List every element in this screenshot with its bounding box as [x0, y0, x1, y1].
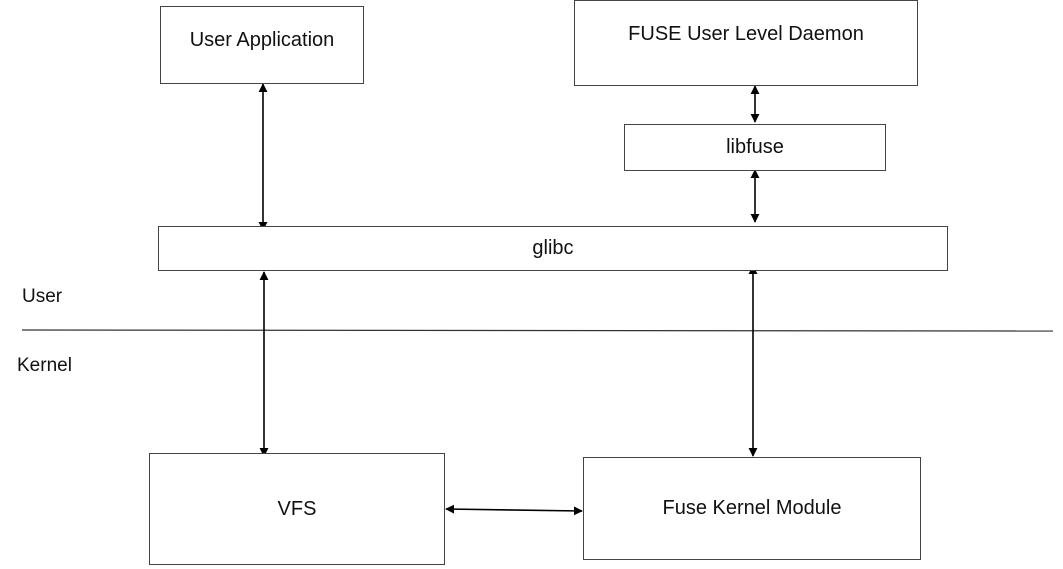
- glibc-label: glibc: [532, 237, 574, 259]
- fuse-kernel-module-label: Fuse Kernel Module: [662, 497, 842, 519]
- arrow-vfs-fuse-kernel-module: [445, 504, 583, 516]
- user-application-box: User Application: [160, 6, 364, 84]
- libfuse-label: libfuse: [726, 136, 784, 158]
- user-application-label: User Application: [189, 29, 335, 51]
- glibc-box: glibc: [158, 226, 948, 271]
- vfs-box: VFS: [149, 453, 445, 565]
- fuse-daemon-label: FUSE User Level Daemon: [628, 23, 864, 45]
- fuse-kernel-module-box: Fuse Kernel Module: [583, 457, 921, 560]
- fuse-daemon-box: FUSE User Level Daemon: [574, 0, 918, 86]
- libfuse-box: libfuse: [624, 124, 886, 171]
- user-kernel-divider: [21, 329, 1054, 332]
- kernel-region-label: Kernel: [17, 355, 72, 376]
- vfs-label: VFS: [277, 497, 317, 520]
- user-region-label: User: [22, 286, 63, 307]
